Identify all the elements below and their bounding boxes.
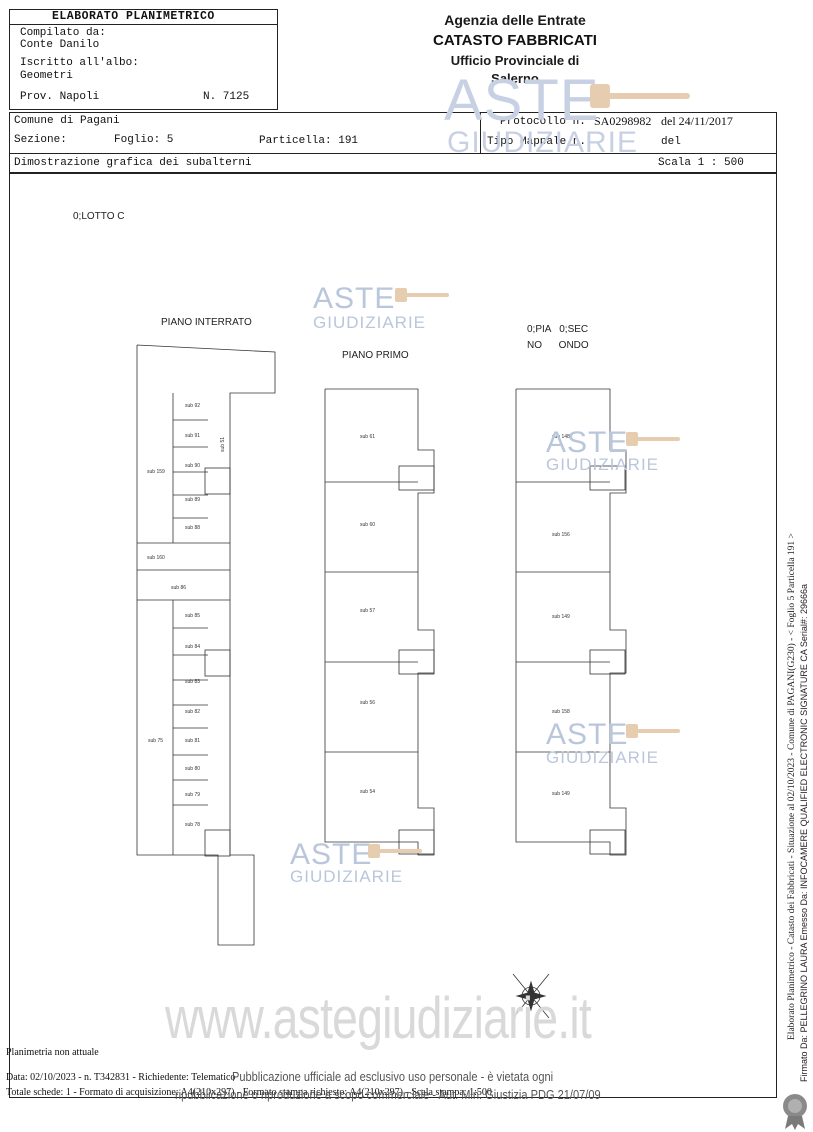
sub-label: sub 85 bbox=[185, 613, 201, 619]
gavel-icon bbox=[590, 84, 690, 108]
sub-label: sub 79 bbox=[185, 792, 201, 798]
data-line: Data: 02/10/2023 - n. T342831 - Richiede… bbox=[6, 1072, 236, 1083]
sub-label: sub 86 bbox=[171, 585, 187, 591]
tipo-mappale-label: Tipo Mappale n. bbox=[487, 136, 587, 148]
secondo-stair-2 bbox=[589, 649, 626, 675]
iscritto-value: Geometri bbox=[20, 70, 73, 82]
sub-label: sub 158 bbox=[552, 709, 570, 715]
prov-label: Prov. Napoli bbox=[20, 91, 100, 103]
particella-label: Particella: 191 bbox=[259, 135, 359, 147]
compilato-label: Compilato da: bbox=[20, 27, 106, 39]
sub-label: sub 83 bbox=[185, 679, 201, 685]
lotto-label: 0;LOTTO C bbox=[73, 211, 125, 222]
totale-line: Totale schede: 1 - Formato di acquisizio… bbox=[6, 1087, 492, 1098]
secondo-outline bbox=[515, 388, 627, 856]
foglio-label: Foglio: 5 bbox=[114, 134, 174, 146]
info-row-divider-1 bbox=[9, 153, 777, 154]
prov-number: N. 7125 bbox=[203, 91, 250, 103]
sub-label: sub 159 bbox=[147, 469, 165, 475]
site-watermark: www.astegiudiziarie.it bbox=[165, 986, 592, 1051]
dimostrazione-label: Dimostrazione grafica dei subalterni bbox=[14, 157, 252, 169]
watermark-aste: ASTE bbox=[290, 838, 373, 871]
sub-label: sub 57 bbox=[360, 608, 376, 614]
gavel-icon bbox=[626, 724, 680, 738]
sub-label: sub 82 bbox=[185, 709, 201, 715]
compilato-box bbox=[9, 9, 278, 110]
sub-label: sub 91 bbox=[185, 433, 201, 439]
sub-label: sub 160 bbox=[147, 555, 165, 561]
watermark-giudiziarie: GIUDIZIARIE bbox=[290, 867, 404, 886]
piano-interrato-label: PIANO INTERRATO bbox=[161, 317, 252, 328]
primo-stair-3 bbox=[398, 829, 435, 855]
publication-notice-2: ripubblicazione o riproduzione a scopo c… bbox=[175, 1087, 601, 1102]
sezione-label: Sezione: bbox=[14, 134, 67, 146]
watermark-giudiziarie: GIUDIZIARIE bbox=[313, 313, 427, 332]
planimetria-note: Planimetria non attuale bbox=[6, 1047, 99, 1058]
secondo-stair-1 bbox=[589, 465, 626, 491]
sub-label: sub 51 bbox=[220, 436, 226, 452]
header-divider bbox=[9, 24, 278, 25]
info-table bbox=[9, 112, 777, 173]
gavel-icon bbox=[626, 432, 680, 446]
elaborato-title: ELABORATO PLANIMETRICO bbox=[52, 10, 215, 23]
sub-label: sub 90 bbox=[185, 463, 201, 469]
piano-secondo-label-1: 0;PIA 0;SEC bbox=[527, 324, 589, 335]
seal-icon bbox=[783, 1094, 807, 1130]
scala-label: Scala 1 : 500 bbox=[658, 157, 744, 169]
watermark-giudiziarie: GIUDIZIARIE bbox=[546, 748, 660, 767]
interrato-outline bbox=[136, 344, 276, 946]
sub-label: sub 81 bbox=[185, 738, 201, 744]
north-arrow-icon bbox=[512, 973, 550, 1019]
protocollo-label: Protocollo n. bbox=[500, 116, 586, 128]
interrato-stair-2 bbox=[204, 649, 231, 677]
sub-label: sub 149 bbox=[552, 614, 570, 620]
agency-line4: Salerno bbox=[491, 71, 539, 86]
interrato-stair-1 bbox=[204, 467, 231, 495]
comune-label: Comune di Pagani bbox=[14, 115, 120, 127]
publication-notice-1: Pubblicazione ufficiale ad esclusivo uso… bbox=[232, 1069, 554, 1084]
gavel-icon bbox=[368, 844, 422, 858]
piano-primo-label: PIANO PRIMO bbox=[342, 350, 409, 361]
watermark-aste: ASTE bbox=[313, 282, 396, 315]
sub-label: sub 80 bbox=[185, 766, 201, 772]
sub-label: sub 156 bbox=[552, 532, 570, 538]
primo-outline bbox=[324, 388, 435, 856]
sub-label: sub 88 bbox=[185, 525, 201, 531]
watermark-aste-header: ASTE bbox=[444, 68, 600, 133]
agency-line1: Agenzia delle Entrate bbox=[444, 12, 586, 28]
sidebar-line-2: Firmato Da: PELLEGRINO LAURA Emesso Da: … bbox=[799, 584, 809, 1082]
sub-label: sub 60 bbox=[360, 522, 376, 528]
watermark-aste: ASTE bbox=[546, 426, 629, 459]
sub-label: sub 75 bbox=[148, 738, 164, 744]
sub-label: sub 89 bbox=[185, 497, 201, 503]
sub-label: sub 61 bbox=[360, 434, 376, 440]
gavel-icon bbox=[395, 288, 449, 302]
sub-label: sub 78 bbox=[185, 822, 201, 828]
primo-stair-2 bbox=[398, 649, 435, 675]
agency-line2: CATASTO FABBRICATI bbox=[433, 32, 597, 49]
piano-secondo-label-2: NO ONDO bbox=[527, 340, 589, 351]
sub-label: sub 84 bbox=[185, 644, 201, 650]
interrato-stair-3 bbox=[204, 829, 231, 857]
watermark-aste: ASTE bbox=[546, 718, 629, 751]
compilato-name: Conte Danilo bbox=[20, 39, 100, 51]
sub-label: sub 149 bbox=[552, 791, 570, 797]
sub-label: sub 54 bbox=[360, 789, 376, 795]
watermark-giudiziarie: GIUDIZIARIE bbox=[546, 455, 660, 474]
watermark-giudiziarie-header: GIUDIZIARIE bbox=[447, 126, 639, 159]
sub-label: sub 148 bbox=[552, 434, 570, 440]
sub-label: sub 92 bbox=[185, 403, 201, 409]
drawing-frame bbox=[9, 173, 777, 1098]
secondo-stair-3 bbox=[589, 829, 626, 855]
primo-stair-1 bbox=[398, 465, 435, 491]
protocollo-date: del 24/11/2017 bbox=[661, 114, 733, 128]
info-col-divider bbox=[480, 112, 481, 153]
iscritto-label: Iscritto all'albo: bbox=[20, 57, 139, 69]
sidebar-line-1: Elaborato Planimetrico - Catasto dei Fab… bbox=[787, 533, 797, 1040]
sub-label: sub 56 bbox=[360, 700, 376, 706]
protocollo-value: SA0298982 bbox=[594, 114, 652, 128]
tipo-del-label: del bbox=[661, 136, 681, 148]
agency-line3: Ufficio Provinciale di bbox=[450, 53, 580, 68]
